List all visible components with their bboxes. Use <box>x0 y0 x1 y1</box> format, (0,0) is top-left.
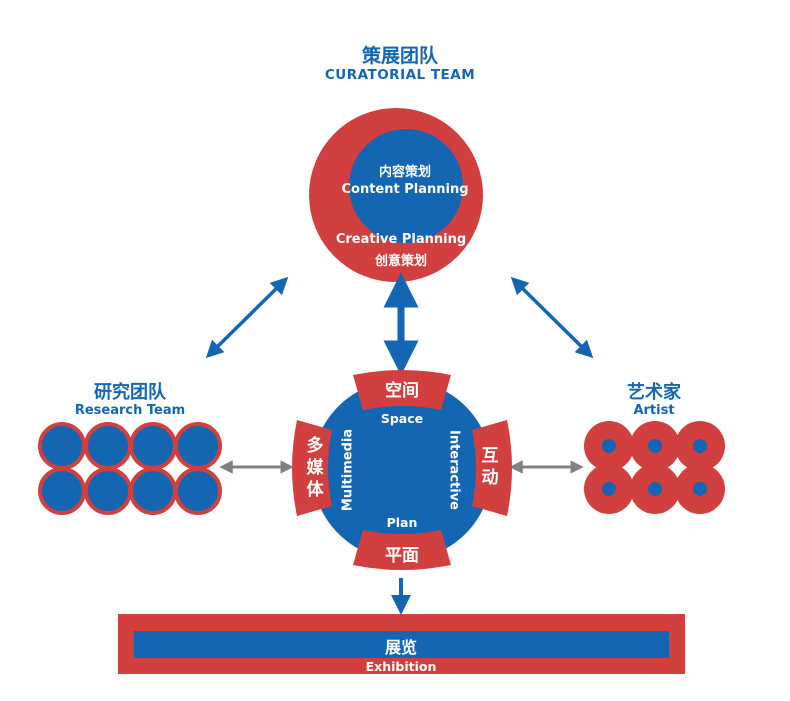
hub-label-plan-en: Plan <box>386 515 418 530</box>
artist-dot <box>693 439 707 453</box>
research-member-circle <box>38 422 86 470</box>
artist-gap <box>624 459 640 475</box>
hub-tab-space <box>353 370 451 410</box>
artist-dot <box>648 482 662 496</box>
research-title-cn: 研究团队 <box>94 382 166 403</box>
hub-label-space-cn: 空间 <box>385 381 419 401</box>
curatorial-title-cn: 策展团队 <box>361 45 438 67</box>
artist-gap <box>670 459 686 475</box>
hub-tab-multimedia <box>292 420 332 516</box>
exhibition-core <box>134 631 669 658</box>
research-team-graphic <box>38 422 222 515</box>
hub-circle <box>312 380 492 560</box>
curatorial-diagram <box>309 108 483 282</box>
content-planning-core <box>349 129 463 243</box>
artist-dot <box>602 482 616 496</box>
exhibition-en: Exhibition <box>365 659 437 674</box>
research-member-circle <box>84 422 132 470</box>
hub-label-interactive-en: Interactive <box>447 430 462 510</box>
hub-label-interactive-cn: 互动 <box>481 446 499 488</box>
arrow-curatorial-research <box>205 276 289 359</box>
creative-planning-cn: 创意策划 <box>374 254 427 269</box>
hub-tab-plan <box>353 530 451 570</box>
research-member-circle <box>174 467 222 515</box>
media-hub: Multimedia Interactive <box>292 370 512 570</box>
research-title-en: Research Team <box>74 403 186 418</box>
hub-label-plan-cn: 平面 <box>385 546 419 566</box>
hub-tab-interactive <box>472 420 512 516</box>
artist-title-cn: 艺术家 <box>627 382 681 403</box>
hub-label-multimedia-en: Multimedia <box>341 429 356 511</box>
curatorial-title-en: CURATORIAL TEAM <box>324 67 476 83</box>
artist-dot <box>648 439 662 453</box>
research-member-circle <box>84 467 132 515</box>
research-member-circle <box>129 467 177 515</box>
artist-dot <box>693 482 707 496</box>
hub-label-multimedia-cn: 多媒体 <box>306 436 324 500</box>
content-planning-cn: 内容策划 <box>378 165 431 180</box>
artist-title-en: Artist <box>633 403 675 418</box>
research-member-circle <box>129 422 177 470</box>
content-planning-en: Content Planning <box>341 182 469 197</box>
arrow-curatorial-artist <box>510 276 594 359</box>
exhibition-bar <box>118 614 685 674</box>
connection-arrows <box>205 272 594 615</box>
research-member-circle <box>38 467 86 515</box>
hub-label-space-en: Space <box>380 411 424 426</box>
artist-dot <box>602 439 616 453</box>
exhibition-cn: 展览 <box>384 638 417 657</box>
research-member-circle <box>174 422 222 470</box>
artist-graphic <box>584 421 725 514</box>
creative-planning-en: Creative Planning <box>335 232 467 247</box>
